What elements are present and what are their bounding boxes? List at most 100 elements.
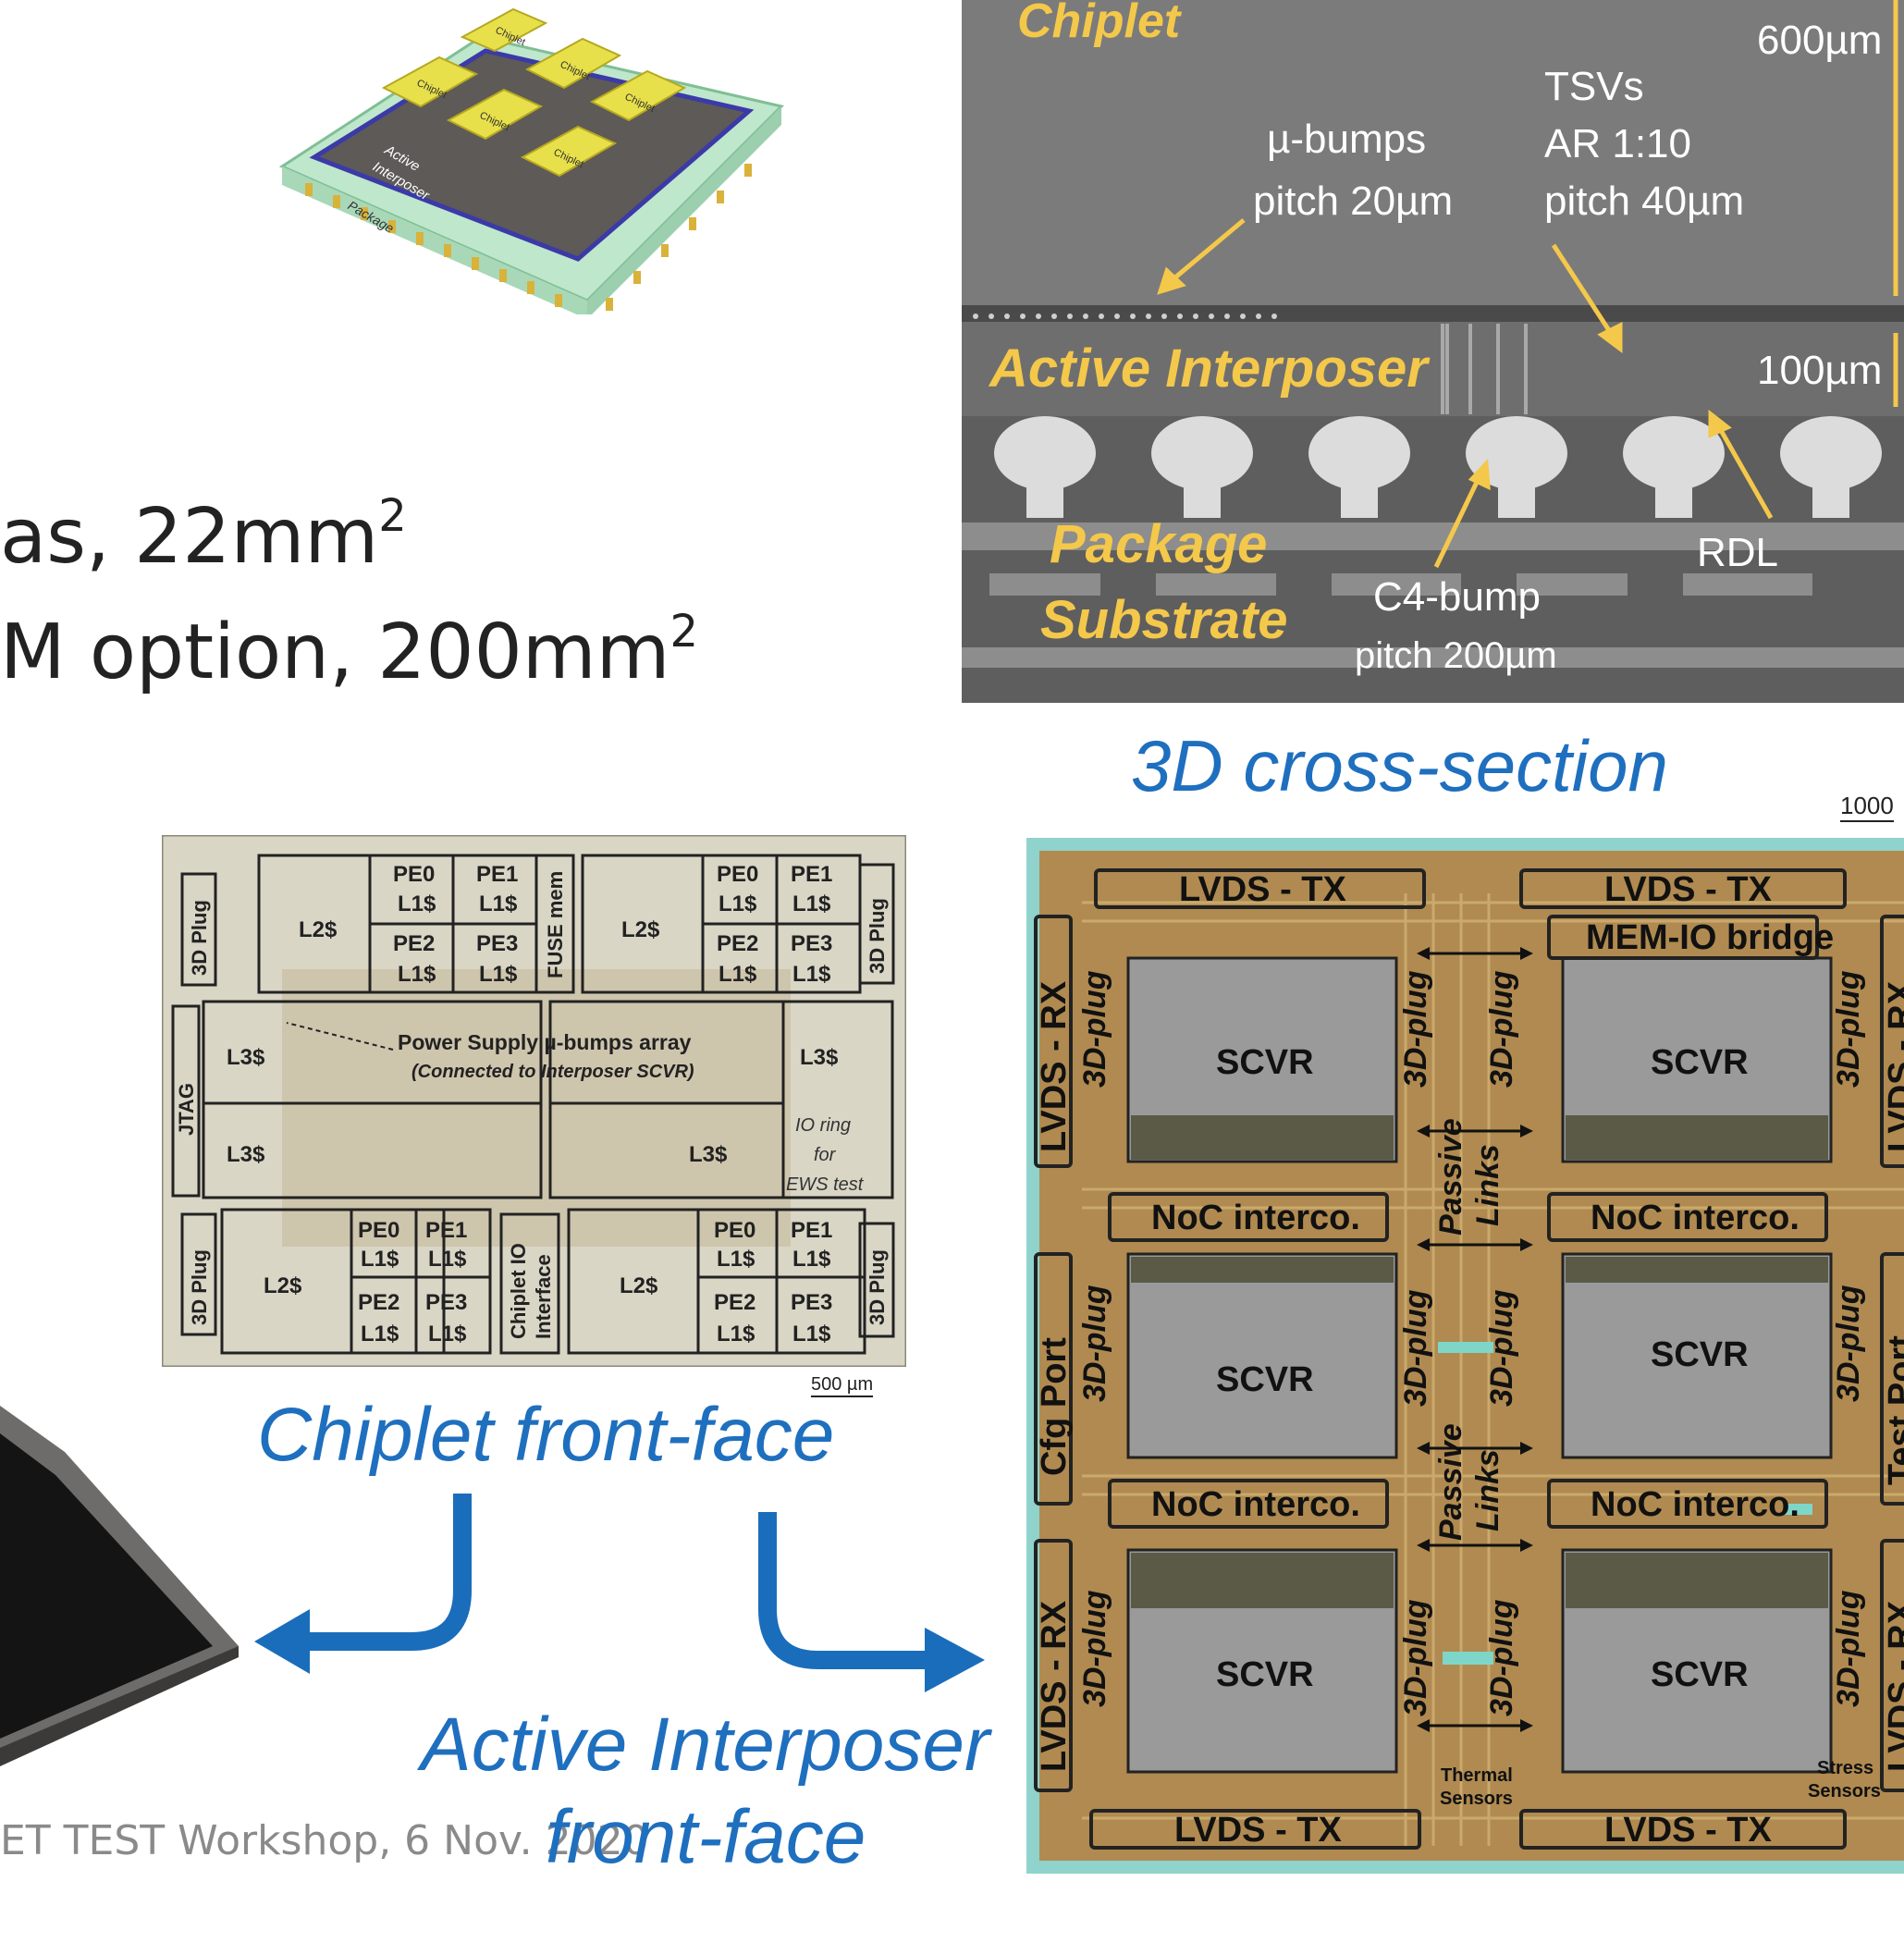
ip-plug-l2: 3D-plug [1077,1285,1112,1402]
cf-pe2-bl: PE2 [358,1290,399,1315]
ip-scvr-4: SCVR [1651,1335,1749,1374]
cf-l1-tl-b: L1$ [479,891,518,916]
connector-arrows [254,1494,985,1692]
cf-l1-bl-d: L1$ [428,1322,467,1346]
chiplet-front-face-caption: Chiplet front-face [257,1393,835,1477]
cf-io-1: IO ring [795,1115,851,1136]
ip-lvds-tx-tl: LVDS - TX [1179,870,1347,909]
cf-io-3: EWS test [786,1174,865,1195]
ip-plug-c5: 3D-plug [1398,1599,1433,1716]
cf-l3-d: L3$ [689,1142,728,1167]
cross-section-caption: 3D cross-section [1131,725,1668,806]
cf-l2-bl: L2$ [264,1273,302,1298]
cf-l1-tr-c: L1$ [719,962,757,987]
bullet-line-1: as, 22mm2 [0,490,407,581]
cf-pe2-br: PE2 [714,1290,755,1315]
chiplet-front-face-image: PE0 PE1 L1$ L1$ PE2 PE3 L1$ L1$ L2$ PE0 … [162,835,906,1367]
cf-power-1: Power Supply µ-bumps array [398,1030,692,1054]
cs-c4-2: pitch 200µm [1355,635,1557,676]
cf-jtag: JTAG [175,1083,198,1136]
cf-pe2-tl: PE2 [393,931,435,956]
cf-l3-a: L3$ [227,1045,265,1070]
cs-rdl: RDL [1697,530,1778,575]
ip-plug-r3: 3D-plug [1831,1590,1866,1707]
cs-ubumps-2: pitch 20µm [1253,178,1453,224]
chiplet-layer [962,0,1904,319]
bullet-line-2-sup: 2 [669,606,699,658]
rdl-pointer [1715,424,1774,520]
cf-pe1-br: PE1 [791,1218,832,1243]
ip-scvr-3: SCVR [1216,1360,1314,1399]
ip-noc-2: NoC interco. [1591,1199,1800,1237]
cf-l1-br-b: L1$ [792,1247,831,1272]
chiplet-scale-bar: 500 µm [811,1374,874,1397]
cf-l1-tl-d: L1$ [479,962,518,987]
bullet-line-2: M option, 200mm2 [0,606,698,696]
left-curved-arrow [301,1494,472,1651]
ip-passive-2: Passive [1433,1423,1468,1541]
right-arrow-head [925,1628,985,1692]
cs-c4-1: C4-bump [1373,574,1541,620]
cf-pe3-bl: PE3 [425,1290,467,1315]
ip-links-1: Links [1470,1144,1505,1226]
cf-plug-tr: 3D Plug [866,898,889,974]
ip-thermal-2: Sensors [1440,1789,1513,1809]
interposer-layer [962,322,1904,416]
cf-l1-bl-b: L1$ [428,1247,467,1272]
ip-lvds-tx-tr: LVDS - TX [1604,870,1773,909]
ip-noc-3: NoC interco. [1151,1485,1360,1524]
ip-lvds-rx-top: LVDS - RX [1035,980,1074,1152]
left-arrow-head [254,1609,310,1674]
ip-plug-r2: 3D-plug [1831,1285,1866,1402]
bullet-line-2-text: M option, 200mm [0,609,670,696]
cf-pe2-tr: PE2 [717,931,758,956]
ip-thermal-1: Thermal [1441,1765,1513,1786]
cf-l2-br: L2$ [620,1273,658,1298]
ip-plug-c2: 3D-plug [1484,970,1519,1088]
ip-lvds-tx-bl: LVDS - TX [1174,1811,1343,1850]
ip-cfg-port: Cfg Port [1035,1337,1074,1476]
tsv-pointer [1551,243,1616,339]
cf-l1-tl-c: L1$ [398,962,436,987]
ip-scvr-1: SCVR [1216,1043,1314,1082]
cf-plug-br: 3D Plug [866,1249,889,1325]
package-base-side [587,106,781,314]
cs-ubumps-1: µ-bumps [1267,117,1426,162]
cf-l1-br-c: L1$ [717,1322,755,1346]
ip-plug-l3: 3D-plug [1077,1590,1112,1707]
cf-l1-tr-d: L1$ [792,962,831,987]
ip-links-2: Links [1470,1449,1505,1531]
ip-stress-2: Sensors [1808,1781,1881,1801]
cf-pe1-tl: PE1 [476,862,518,887]
cf-pe0-bl: PE0 [358,1218,399,1243]
ip-plug-c1: 3D-plug [1398,970,1433,1088]
ip-passive-1: Passive [1433,1118,1468,1236]
interposer-front-face-image: LVDS - TX LVDS - TX LVDS - TX LVDS - TX … [1026,838,1904,1874]
cf-l3-c: L3$ [800,1045,839,1070]
interposer-scale-bar: 1000 [1840,792,1894,822]
cf-l1-bl-a: L1$ [361,1247,399,1272]
cf-pe3-tl: PE3 [476,931,518,956]
ubump-layer [962,305,1904,322]
ubump-pointer [1168,218,1246,284]
ip-plug-c4: 3D-plug [1484,1289,1519,1407]
cf-pe3-tr: PE3 [791,931,832,956]
cf-fuse: FUSE mem [544,871,567,978]
cf-power-2: (Connected to Interposer SCVR) [412,1062,694,1082]
ip-mem-io: MEM-IO bridge [1586,918,1834,957]
package-3d-illustration: Chiplet Chiplet Chiplet Chiplet Chiplet … [278,7,784,314]
cs-package: Package [1050,514,1267,574]
ip-lvds-rx-right-top: LVDS - RX [1882,980,1904,1152]
cf-l1-br-d: L1$ [792,1322,831,1346]
ip-lvds-rx-bottom: LVDS - RX [1035,1600,1074,1772]
cf-plug-bl: 3D Plug [188,1249,211,1325]
cf-l2-tr: L2$ [621,917,660,942]
cs-dim-100: 100µm [1757,348,1882,393]
right-curved-arrow [758,1512,929,1669]
ip-test-port: Test Port [1882,1335,1904,1485]
interposer-caption-line-2: front-face [546,1795,866,1879]
cf-l1-bl-c: L1$ [361,1322,399,1346]
cf-l1-br-a: L1$ [717,1247,755,1272]
cf-io-2: for [814,1145,837,1165]
cf-pe3-br: PE3 [791,1290,832,1315]
